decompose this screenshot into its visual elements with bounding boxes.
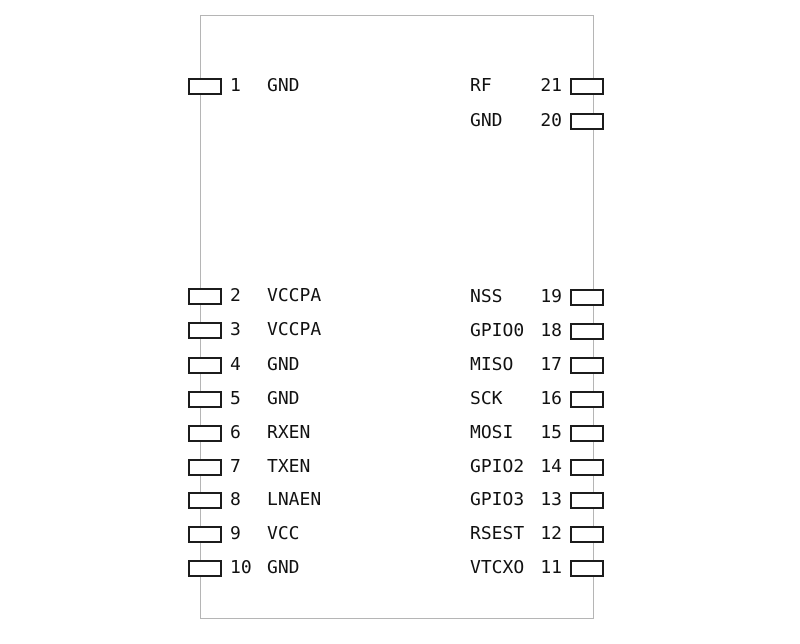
pin-row-19: NSS 19 [470, 288, 604, 306]
pin-name: GND [267, 557, 300, 578]
pin-row-18: GPIO0 18 [470, 322, 604, 340]
pin-row-6: 6 RXEN [188, 424, 310, 442]
pin-box [570, 322, 604, 340]
pin-box [188, 287, 222, 305]
pin-number: 9 [230, 523, 241, 544]
pin-number: 6 [230, 422, 241, 443]
pin-box [188, 390, 222, 408]
pin-name: RSEST [470, 523, 525, 544]
pin-name: GND [470, 110, 503, 131]
pin-box [188, 458, 222, 476]
pin-row-9: 9 VCC [188, 525, 300, 543]
pin-box [188, 356, 222, 374]
pin-number: 1 [230, 75, 241, 96]
pin-box [570, 559, 604, 577]
pin-number: 5 [230, 388, 241, 409]
pin-box [570, 491, 604, 509]
pin-number: 14 [540, 456, 562, 477]
pin-box [570, 525, 604, 543]
pin-box [188, 525, 222, 543]
pin-number: 13 [540, 489, 562, 510]
pin-row-12: RSEST 12 [470, 525, 604, 543]
pin-name: RXEN [267, 422, 311, 443]
pin-number: 10 [230, 557, 252, 578]
pin-row-5: 5 GND [188, 390, 300, 408]
pin-name: SCK [470, 388, 503, 409]
pin-name: RF [470, 75, 492, 96]
pin-name: GND [267, 75, 300, 96]
pin-row-4: 4 GND [188, 356, 300, 374]
pin-name: GPIO3 [470, 489, 525, 510]
pin-name: TXEN [267, 456, 311, 477]
pin-name: MOSI [470, 422, 514, 443]
pin-number: 3 [230, 319, 241, 340]
pin-row-10: 10 GND [188, 559, 300, 577]
pin-row-17: MISO 17 [470, 356, 604, 374]
pin-box [188, 424, 222, 442]
pin-box [570, 390, 604, 408]
pin-box [570, 356, 604, 374]
pin-number: 16 [540, 388, 562, 409]
pin-row-14: GPIO2 14 [470, 458, 604, 476]
pin-box [188, 491, 222, 509]
pin-name: VCCPA [267, 285, 322, 306]
pin-row-8: 8 LNAEN [188, 491, 321, 509]
pin-row-16: SCK 16 [470, 390, 604, 408]
pin-name: MISO [470, 354, 514, 375]
pin-number: 2 [230, 285, 241, 306]
pin-row-3: 3 VCCPA [188, 321, 321, 339]
pin-row-7: 7 TXEN [188, 458, 310, 476]
pin-number: 20 [540, 110, 562, 131]
pin-name: NSS [470, 286, 503, 307]
pin-name: GND [267, 388, 300, 409]
pin-number: 12 [540, 523, 562, 544]
pin-box [188, 77, 222, 95]
pin-number: 21 [540, 75, 562, 96]
pin-number: 4 [230, 354, 241, 375]
pin-number: 11 [540, 557, 562, 578]
pin-box [570, 458, 604, 476]
pin-box [570, 288, 604, 306]
pin-box [188, 559, 222, 577]
pin-number: 19 [540, 286, 562, 307]
pin-name: LNAEN [267, 489, 322, 510]
pin-number: 7 [230, 456, 241, 477]
pin-row-1: 1 GND [188, 77, 300, 95]
pin-name: GND [267, 354, 300, 375]
pin-box [570, 112, 604, 130]
pin-name: GPIO2 [470, 456, 525, 477]
pin-number: 8 [230, 489, 241, 510]
pin-number: 17 [540, 354, 562, 375]
pin-name: VCCPA [267, 319, 322, 340]
pin-row-15: MOSI 15 [470, 424, 604, 442]
component-body [200, 15, 594, 619]
pin-row-13: GPIO3 13 [470, 491, 604, 509]
pin-box [570, 77, 604, 95]
pin-row-21: RF 21 [470, 77, 604, 95]
pin-number: 15 [540, 422, 562, 443]
pin-number: 18 [540, 320, 562, 341]
pin-row-11: VTCXO 11 [470, 559, 604, 577]
pin-box [570, 424, 604, 442]
pin-name: VTCXO [470, 557, 525, 578]
pin-name: VCC [267, 523, 300, 544]
pin-row-20: GND 20 [470, 112, 604, 130]
pin-name: GPIO0 [470, 320, 525, 341]
pin-row-2: 2 VCCPA [188, 287, 321, 305]
pin-box [188, 321, 222, 339]
